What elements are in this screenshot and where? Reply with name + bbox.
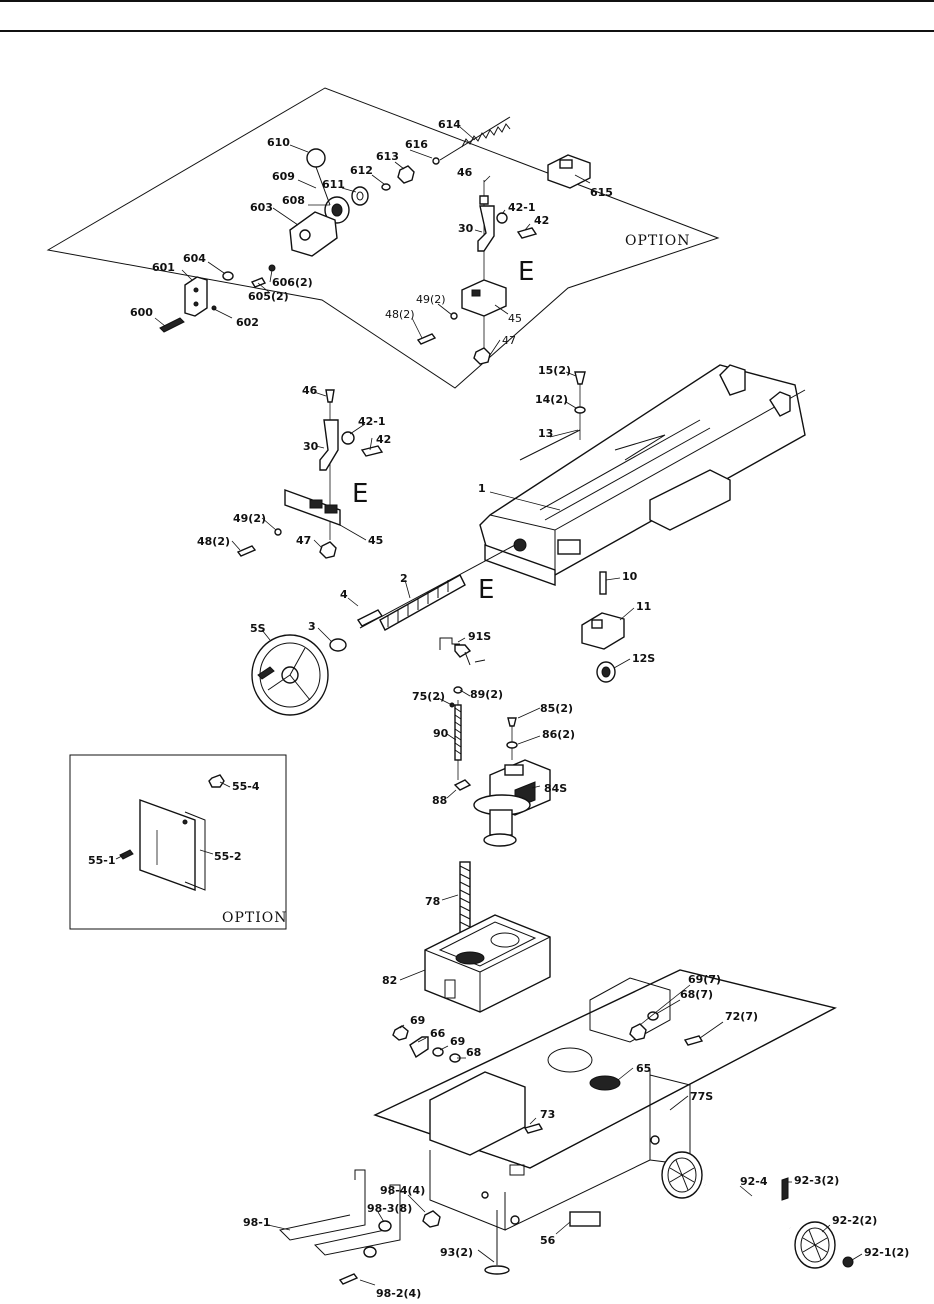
label-42-top: 42 (534, 214, 549, 227)
label-56: 56 (540, 1234, 556, 1247)
label-46-top: 46 (457, 166, 473, 179)
stand-base-77s (373, 969, 837, 1231)
label-46-left: 46 (302, 384, 318, 397)
label-92-1: 92-1(2) (864, 1246, 909, 1259)
option-label-top: OPTION (625, 233, 691, 249)
label-15: 15(2) (538, 364, 571, 377)
label-49-left: 49(2) (233, 512, 266, 525)
label-72: 72(7) (725, 1010, 758, 1023)
label-603: 603 (250, 201, 273, 214)
handle-assembly-98 (278, 1169, 510, 1285)
label-55-1: 55-1 (88, 854, 116, 867)
label-45-left: 45 (368, 534, 383, 547)
coolant-pump-assembly (439, 637, 551, 847)
label-92-4: 92-4 (740, 1175, 768, 1188)
label-92-3: 92-3(2) (794, 1174, 839, 1187)
label-88: 88 (432, 794, 447, 807)
label-93: 93(2) (440, 1246, 473, 1259)
label-66: 66 (430, 1027, 446, 1040)
top-border (0, 0, 934, 2)
label-77s: 77S (690, 1090, 713, 1103)
option-inset-panel: OPTION (69, 754, 288, 930)
label-601: 601 (152, 261, 175, 274)
coolant-tank-assembly (424, 861, 551, 1013)
assembly-e-left: E (236, 389, 384, 559)
label-48-top: 48(2) (385, 308, 415, 321)
option-label-inset: OPTION (222, 910, 288, 926)
label-92-2: 92-2(2) (832, 1214, 877, 1227)
label-45-top: 45 (508, 312, 522, 325)
label-42-1-top: 42-1 (508, 201, 536, 214)
label-612: 612 (350, 164, 373, 177)
label-42-left: 42 (376, 433, 391, 446)
label-98-1: 98-1 (243, 1216, 271, 1229)
label-69-b: 69 (450, 1035, 465, 1048)
label-55-4: 55-4 (232, 780, 260, 793)
header-rule (0, 30, 934, 32)
label-47-top: 47 (502, 334, 516, 347)
spring-614 (439, 116, 511, 161)
label-69-7: 69(7) (688, 973, 721, 986)
label-14: 14(2) (535, 393, 568, 406)
label-10: 10 (622, 570, 638, 583)
main-casting-1 (479, 364, 806, 586)
label-65: 65 (636, 1062, 651, 1075)
leader-lines (115, 126, 863, 1286)
label-91s: 91S (468, 630, 491, 643)
label-608: 608 (282, 194, 305, 207)
label-98-4: 98-4(4) (380, 1184, 425, 1197)
label-606: 606(2) (272, 276, 313, 289)
label-12s: 12S (632, 652, 655, 665)
label-68: 68 (466, 1046, 481, 1059)
assembly-letter-left: E (352, 479, 368, 509)
label-610: 610 (267, 136, 290, 149)
label-49-top: 49(2) (416, 293, 446, 306)
label-3: 3 (308, 620, 316, 633)
label-602: 602 (236, 316, 259, 329)
label-42-1-left: 42-1 (358, 415, 386, 428)
label-616: 616 (405, 138, 428, 151)
label-2: 2 (400, 572, 408, 585)
label-600: 600 (130, 306, 153, 319)
option-panel-top: OPTION (46, 87, 720, 389)
label-85: 85(2) (540, 702, 573, 715)
label-89: 89(2) (470, 688, 503, 701)
leadscrew-assembly: E (251, 544, 516, 716)
label-47-left: 47 (296, 534, 311, 547)
clamp-assembly (581, 571, 625, 683)
wheel-assembly (661, 1151, 854, 1269)
assembly-letter-mid: E (478, 575, 494, 605)
part-labels: 614 610 616 613 612 609 611 603 608 46 6… (88, 118, 909, 1300)
label-86: 86(2) (542, 728, 575, 741)
label-98-3: 98-3(8) (367, 1202, 412, 1215)
label-98-2: 98-2(4) (376, 1287, 421, 1300)
label-615: 615 (590, 186, 613, 199)
label-55-2: 55-2 (214, 850, 242, 863)
label-611: 611 (322, 178, 345, 191)
label-69-a: 69 (410, 1014, 425, 1027)
assembly-letter-top: E (518, 257, 534, 287)
label-604: 604 (183, 252, 206, 265)
label-68-7: 68(7) (680, 988, 713, 1001)
label-30-top: 30 (458, 222, 474, 235)
label-90: 90 (433, 727, 449, 740)
label-13: 13 (538, 427, 553, 440)
label-5s: 5S (250, 622, 266, 635)
label-609: 609 (272, 170, 295, 183)
label-1: 1 (478, 482, 486, 495)
label-84s: 84S (544, 782, 567, 795)
label-4: 4 (340, 588, 348, 601)
label-78: 78 (425, 895, 440, 908)
label-82: 82 (382, 974, 397, 987)
label-30-left: 30 (303, 440, 319, 453)
label-48-left: 48(2) (197, 535, 230, 548)
label-613: 613 (376, 150, 399, 163)
label-73: 73 (540, 1108, 555, 1121)
label-11: 11 (636, 600, 651, 613)
label-605: 605(2) (248, 290, 289, 303)
label-614: 614 (438, 118, 461, 131)
label-75: 75(2) (412, 690, 445, 703)
